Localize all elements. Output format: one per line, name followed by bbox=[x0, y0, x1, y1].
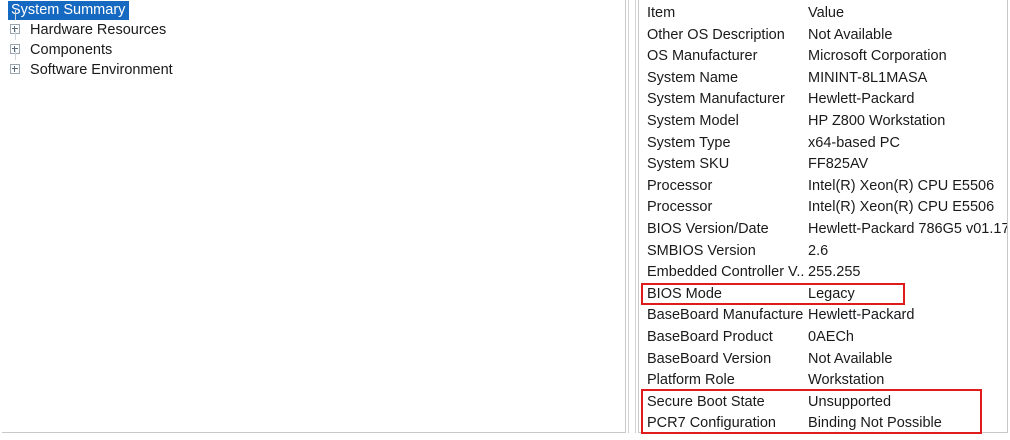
row-item-label: BIOS Version/Date bbox=[647, 220, 769, 237]
table-row[interactable]: System Model HP Z800 Workstation bbox=[639, 111, 1007, 133]
panel-splitter[interactable] bbox=[628, 0, 638, 433]
row-value: Unsupported bbox=[808, 393, 892, 410]
row-item-label: Other OS Description bbox=[647, 26, 785, 43]
row-value: 2.6 bbox=[808, 242, 829, 259]
row-value: Hewlett-Packard bbox=[808, 91, 915, 108]
tree-item-system-summary-label: System Summary bbox=[8, 1, 130, 20]
row-value: Workstation bbox=[808, 372, 885, 389]
row-item-label: BaseBoard Product bbox=[647, 328, 773, 345]
row-item-label: Processor bbox=[647, 177, 713, 194]
tree-item-components-label: Components bbox=[30, 42, 113, 59]
column-header-value[interactable]: Value bbox=[808, 5, 845, 21]
row-item-label: Processor bbox=[647, 199, 713, 216]
row-item-label: System Model bbox=[647, 112, 739, 129]
tree-connector-line bbox=[15, 10, 16, 20]
table-row[interactable]: Other OS Description Not Available bbox=[639, 25, 1007, 47]
table-row-secure-boot-state[interactable]: Secure Boot State Unsupported bbox=[639, 392, 1007, 414]
row-item-label: System Manufacturer bbox=[647, 91, 785, 108]
row-value: Binding Not Possible bbox=[808, 415, 942, 432]
row-item-label: SMBIOS Version bbox=[647, 242, 756, 259]
row-value: Legacy bbox=[808, 285, 855, 302]
tree-item-system-summary[interactable]: System Summary bbox=[2, 0, 625, 20]
table-row[interactable]: BaseBoard Manufacturer Hewlett-Packard bbox=[639, 305, 1007, 327]
row-value: Intel(R) Xeon(R) CPU E5506 bbox=[808, 177, 995, 194]
system-info-details-panel[interactable]: Item Value Other OS Description Not Avai… bbox=[638, 0, 1008, 433]
row-item-label: Embedded Controller V... bbox=[647, 264, 804, 281]
row-value: Not Available bbox=[808, 350, 893, 367]
table-row[interactable]: System Manufacturer Hewlett-Packard bbox=[639, 89, 1007, 111]
row-value: MININT-8L1MASA bbox=[808, 69, 928, 86]
row-item-label: OS Manufacturer bbox=[647, 48, 758, 65]
row-item-label: PCR7 Configuration bbox=[647, 415, 776, 432]
table-row[interactable]: BIOS Version/Date Hewlett-Packard 786G5 … bbox=[639, 219, 1008, 241]
row-value: 0AECh bbox=[808, 328, 854, 345]
row-item-label: BIOS Mode bbox=[647, 285, 722, 302]
row-item-label: BaseBoard Version bbox=[647, 350, 772, 367]
table-row[interactable]: System SKU FF825AV bbox=[639, 154, 1007, 176]
row-item-label: Platform Role bbox=[647, 372, 735, 389]
table-row[interactable]: Embedded Controller V... 255.255 bbox=[639, 262, 1007, 284]
row-value: HP Z800 Workstation bbox=[808, 112, 946, 129]
splitter-line-right bbox=[635, 0, 636, 433]
tree-item-software-environment-label: Software Environment bbox=[30, 62, 173, 79]
row-value: Hewlett-Packard bbox=[808, 307, 915, 324]
column-header-item[interactable]: Item bbox=[647, 5, 676, 21]
table-row[interactable]: System Name MININT-8L1MASA bbox=[639, 68, 1007, 90]
tree-item-components[interactable]: Components bbox=[2, 30, 625, 60]
row-item-label: System SKU bbox=[647, 156, 730, 173]
tree-connector-line bbox=[15, 30, 16, 40]
row-value: Microsoft Corporation bbox=[808, 48, 947, 65]
row-value: FF825AV bbox=[808, 156, 869, 173]
tree-item-software-environment[interactable]: Software Environment bbox=[2, 50, 625, 80]
system-info-tree-panel[interactable]: System Summary Hardware Resources Compon… bbox=[2, 0, 626, 433]
row-item-label: BaseBoard Manufacturer bbox=[647, 307, 804, 324]
table-row[interactable]: BaseBoard Version Not Available bbox=[639, 349, 1007, 371]
table-row[interactable]: Processor Intel(R) Xeon(R) CPU E5506 bbox=[639, 176, 1007, 198]
table-row[interactable]: Processor Intel(R) Xeon(R) CPU E5506 bbox=[639, 197, 1007, 219]
tree-item-hardware-resources-label: Hardware Resources bbox=[30, 22, 167, 39]
row-value: 255.255 bbox=[808, 264, 861, 281]
row-item-label: Secure Boot State bbox=[647, 393, 765, 410]
tree-connector-line bbox=[15, 50, 16, 60]
table-row[interactable]: BaseBoard Product 0AECh bbox=[639, 327, 1007, 349]
details-rows-container: Item Value Other OS Description Not Avai… bbox=[639, 3, 1008, 432]
table-row[interactable]: OS Manufacturer Microsoft Corporation bbox=[639, 46, 1007, 68]
row-item-label: System Name bbox=[647, 69, 739, 86]
splitter-line-left bbox=[628, 0, 629, 433]
plus-box-icon[interactable] bbox=[10, 64, 20, 75]
table-row[interactable]: System Type x64-based PC bbox=[639, 133, 1007, 155]
table-row[interactable]: Platform Role Workstation bbox=[639, 370, 1007, 392]
row-item-label: System Type bbox=[647, 134, 731, 151]
table-row-pcr7-configuration[interactable]: PCR7 Configuration Binding Not Possible bbox=[639, 413, 1007, 432]
row-value: Intel(R) Xeon(R) CPU E5506 bbox=[808, 199, 995, 216]
row-value: x64-based PC bbox=[808, 134, 900, 151]
table-row[interactable]: SMBIOS Version 2.6 bbox=[639, 241, 1007, 263]
row-value: Hewlett-Packard 786G5 v01.17, 8/ bbox=[808, 220, 1008, 237]
tree-item-hardware-resources[interactable]: Hardware Resources bbox=[2, 10, 625, 40]
table-row-bios-mode[interactable]: BIOS Mode Legacy bbox=[639, 284, 1007, 306]
details-header-row[interactable]: Item Value bbox=[639, 3, 1007, 25]
row-value: Not Available bbox=[808, 26, 893, 43]
